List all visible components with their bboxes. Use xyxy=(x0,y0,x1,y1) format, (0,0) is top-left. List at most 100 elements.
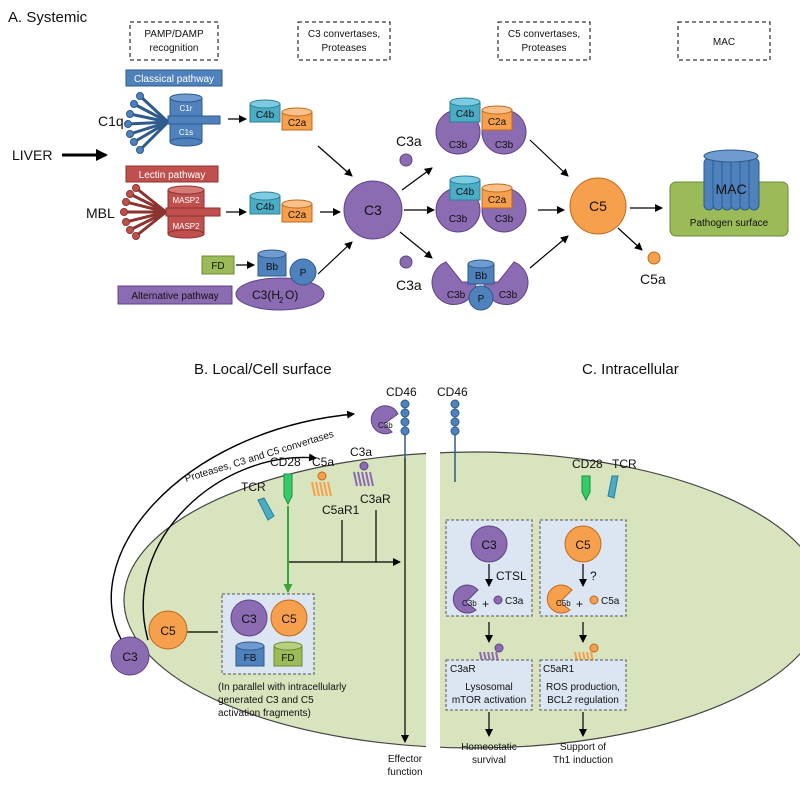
svg-text:C5a: C5a xyxy=(601,596,620,607)
svg-text:C3b: C3b xyxy=(499,290,518,301)
c3a-bottom-dot xyxy=(399,255,413,269)
c5a-dot xyxy=(647,251,661,265)
c5-convertase-classical: C4b C2a C3b C3b xyxy=(435,97,527,155)
th1-line-2: Th1 induction xyxy=(553,755,613,766)
svg-text:C3b: C3b xyxy=(378,421,393,430)
intracellular-c5-box: C5 ? C5b + C5a xyxy=(539,519,627,617)
svg-text:Bb: Bb xyxy=(475,271,488,282)
svg-text:MAC: MAC xyxy=(713,37,735,48)
intracellular-c3-box: C3 CTSL C3b + C3a xyxy=(445,519,533,617)
cd46-receptor-right: CD46 xyxy=(437,385,468,482)
svg-text:Classical pathway: Classical pathway xyxy=(134,74,214,85)
note-line-3: activation fragments) xyxy=(218,708,311,719)
svg-text:C2a: C2a xyxy=(488,117,507,128)
liver-label: LIVER xyxy=(12,147,52,163)
cd28-receptor-left: CD28 xyxy=(270,455,301,506)
tcr-receptor-left: TCR xyxy=(241,480,275,521)
svg-text:C3a: C3a xyxy=(505,596,524,607)
central-c3: C3 xyxy=(343,180,403,240)
svg-text:C5b: C5b xyxy=(556,599,571,608)
svg-text:CTSL: CTSL xyxy=(496,569,527,583)
central-c5: C5 xyxy=(569,177,627,235)
svg-text:FD: FD xyxy=(211,261,224,272)
svg-text:CD46: CD46 xyxy=(386,385,417,399)
svg-text:ROS production,: ROS production, xyxy=(546,682,620,693)
svg-text:recognition: recognition xyxy=(150,43,199,54)
svg-text:TCR: TCR xyxy=(241,480,266,494)
note-line-1: (In parallel with intracellularly xyxy=(218,682,346,693)
arrow-alternative-to-c3 xyxy=(317,241,353,275)
svg-text:C2a: C2a xyxy=(288,118,307,129)
svg-text:C3b: C3b xyxy=(449,214,468,225)
svg-text:P: P xyxy=(300,268,307,279)
svg-text:Lysosomal: Lysosomal xyxy=(465,682,512,693)
svg-text:Alternative pathway: Alternative pathway xyxy=(131,291,218,302)
svg-text:mTOR activation: mTOR activation xyxy=(452,695,526,706)
svg-text:C3: C3 xyxy=(241,612,257,626)
lectin-pathway: Lectin pathway MBL MASP2 MASP2 C4b C2a xyxy=(86,165,313,240)
svg-text:MASP2: MASP2 xyxy=(172,222,200,231)
svg-text:C3b: C3b xyxy=(447,290,466,301)
svg-text:O): O) xyxy=(285,288,298,302)
c5-convertase-lectin: C4b C2a C3b C3b xyxy=(435,175,527,233)
stage-pamp: PAMP/DAMP recognition xyxy=(129,21,219,61)
svg-text:C4b: C4b xyxy=(256,202,275,213)
secreted-c3: C3 xyxy=(110,636,150,676)
svg-text:C3: C3 xyxy=(122,650,138,664)
svg-text:P: P xyxy=(478,294,485,305)
mbl-label: MBL xyxy=(86,205,115,221)
svg-text:BCL2 regulation: BCL2 regulation xyxy=(547,695,619,706)
svg-text:C3b: C3b xyxy=(495,214,514,225)
svg-text:CD28: CD28 xyxy=(572,457,603,471)
stage-c5-convertases: C5 convertases, Proteases xyxy=(497,21,591,61)
homeostatic-line-1: Homeostatic xyxy=(461,742,517,753)
svg-text:C5: C5 xyxy=(589,198,607,214)
svg-text:Pathogen surface: Pathogen surface xyxy=(690,218,769,229)
svg-text:C5aR1: C5aR1 xyxy=(543,664,575,675)
stage-mac: MAC xyxy=(677,21,771,61)
cd28-receptor-right: CD28 xyxy=(572,457,603,502)
c1q-label: C1q xyxy=(98,113,124,129)
svg-text:C3: C3 xyxy=(481,538,497,552)
svg-text:PAMP/DAMP: PAMP/DAMP xyxy=(144,29,204,40)
cd46-receptor-left: CD46 C3b xyxy=(370,385,417,458)
alternative-pathway: FD C3(H 2 O) Bb P Alternative pathway xyxy=(117,249,325,311)
c3ar-lysosomal-box: C3aR Lysosomal mTOR activation xyxy=(445,659,533,711)
svg-text:C4b: C4b xyxy=(456,109,475,120)
svg-text:MASP2: MASP2 xyxy=(172,196,200,205)
svg-text:2: 2 xyxy=(279,296,284,305)
local-complement-box: C3 C5 FB FD xyxy=(221,593,315,675)
effector-line-2: function xyxy=(387,767,422,778)
tcr-receptor-right: TCR xyxy=(607,457,637,499)
c3a-top-dot xyxy=(399,153,413,167)
svg-text:C5aR1: C5aR1 xyxy=(322,503,360,517)
c3ar-receptor-left: C3a C3aR xyxy=(350,445,391,506)
svg-text:Proteases: Proteases xyxy=(321,43,366,54)
svg-text:C4b: C4b xyxy=(256,110,275,121)
svg-text:+: + xyxy=(576,597,583,611)
svg-text:C1r: C1r xyxy=(180,104,193,113)
systemic-title: A. Systemic xyxy=(8,9,88,26)
homeostatic-line-2: survival xyxy=(472,755,506,766)
svg-text:C3: C3 xyxy=(364,202,382,218)
c5-convertase-alternative: Bb P C3b C3b xyxy=(431,259,529,311)
svg-text:?: ? xyxy=(590,569,597,583)
stage-c3-convertases: C3 convertases, Proteases xyxy=(297,21,391,61)
c5ar1-ros-box: C5aR1 ROS production, BCL2 regulation xyxy=(539,659,627,711)
local-title: B. Local/Cell surface xyxy=(194,361,332,378)
svg-text:C5 convertases,: C5 convertases, xyxy=(508,29,580,40)
c5a-label: C5a xyxy=(640,271,666,287)
svg-text:C3b: C3b xyxy=(449,140,468,151)
secreted-c5: C5 xyxy=(148,610,188,650)
svg-text:C5: C5 xyxy=(281,612,297,626)
svg-text:C3a: C3a xyxy=(350,445,372,459)
svg-text:C3b: C3b xyxy=(495,140,514,151)
arrow-classical-to-c3 xyxy=(317,145,353,177)
svg-text:+: + xyxy=(482,597,489,611)
svg-text:FD: FD xyxy=(281,653,294,664)
svg-text:TCR: TCR xyxy=(612,457,637,471)
c1s-cylinder: C1s xyxy=(169,123,203,147)
svg-text:C5a: C5a xyxy=(312,455,334,469)
svg-text:C3aR: C3aR xyxy=(450,664,476,675)
